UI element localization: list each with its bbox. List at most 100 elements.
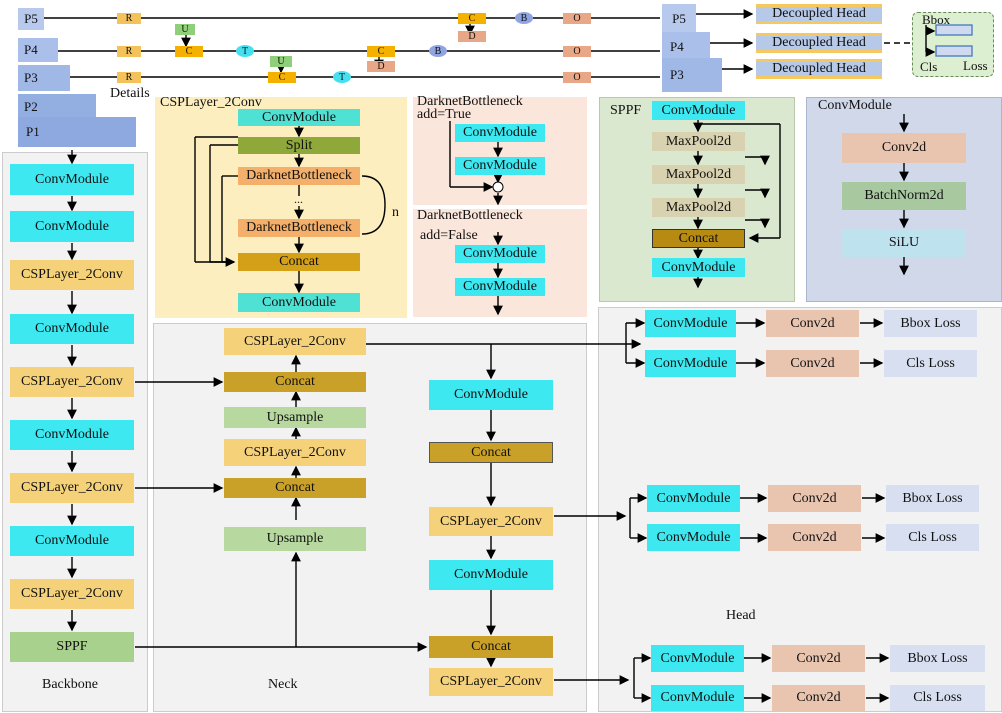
csp-split: Split xyxy=(238,137,360,154)
dbn-false-conv-2: ConvModule xyxy=(455,278,545,296)
add-node xyxy=(492,181,504,193)
backbone-label: Backbone xyxy=(42,677,98,692)
cls-label: Cls xyxy=(920,59,938,74)
decoupled-head-p5: Decoupled Head xyxy=(756,4,882,24)
backbone-csplayer-1: CSPLayer_2Conv xyxy=(10,260,134,290)
head-1-conv2d-bbox: Conv2d xyxy=(766,310,859,337)
head-3-bbox-loss: Bbox Loss xyxy=(890,645,985,672)
level-p2: P2 xyxy=(18,94,96,120)
backbone-convmodule-4: ConvModule xyxy=(10,420,134,450)
csp-bottleneck-1: DarknetBottleneck xyxy=(238,167,360,185)
sppf-conv-bottom: ConvModule xyxy=(652,258,745,277)
marker-r-p4: R xyxy=(117,46,141,57)
sppf-maxpool-1: MaxPool2d xyxy=(652,132,745,151)
head-2-conv-bbox: ConvModule xyxy=(647,485,740,512)
loss-label: Loss xyxy=(963,58,988,73)
neck-convmodule-2: ConvModule xyxy=(429,560,553,590)
out-level-p5: P5 xyxy=(662,4,696,34)
marker-o-p4: O xyxy=(563,46,591,57)
convmodule-detail-title: ConvModule xyxy=(818,98,892,113)
level-p1: P1 xyxy=(18,117,136,147)
csp-n-label: n xyxy=(392,205,399,220)
marker-b-p5: B xyxy=(515,12,533,24)
neck-upsample-1: Upsample xyxy=(224,407,366,428)
neck-csplayer-mid: CSPLayer_2Conv xyxy=(224,439,366,466)
level-p4: P4 xyxy=(18,38,58,62)
dbn-false-panel xyxy=(413,209,587,317)
neck-concat-4: Concat xyxy=(429,636,553,658)
out-level-p4: P4 xyxy=(662,32,710,62)
convmodule-silu: SiLU xyxy=(842,229,966,257)
marker-c-p3: C xyxy=(268,72,296,83)
marker-u-p3: U xyxy=(270,56,292,67)
sppf-detail-title: SPPF xyxy=(610,103,642,118)
marker-t-p4: T xyxy=(236,45,254,57)
head-2-conv2d-cls: Conv2d xyxy=(768,524,861,551)
csp-convmodule-bottom: ConvModule xyxy=(238,293,360,312)
backbone-csplayer-2: CSPLayer_2Conv xyxy=(10,367,134,397)
marker-c-neck-p4: C xyxy=(367,46,395,57)
neck-csplayer-right-2: CSPLayer_2Conv xyxy=(429,668,553,696)
csp-bottleneck-n: DarknetBottleneck xyxy=(238,219,360,237)
dbn-false-title: DarknetBottleneck xyxy=(417,208,523,223)
dbn-true-sub: add=True xyxy=(417,107,472,122)
head-1-conv-cls: ConvModule xyxy=(645,350,736,377)
neck-label: Neck xyxy=(268,677,298,692)
head-2-cls-loss: Cls Loss xyxy=(886,524,979,551)
head-1-cls-loss: Cls Loss xyxy=(884,350,977,377)
head-label: Head xyxy=(726,608,756,623)
backbone-convmodule-1: ConvModule xyxy=(10,164,134,195)
dbn-false-conv-1: ConvModule xyxy=(455,245,545,263)
neck-concat-1: Concat xyxy=(224,372,366,392)
marker-t-p3: T xyxy=(333,71,351,83)
backbone-convmodule-5: ConvModule xyxy=(10,526,134,556)
neck-csplayer-right-1: CSPLayer_2Conv xyxy=(429,507,553,536)
csp-concat: Concat xyxy=(238,253,360,271)
head-3-conv-cls: ConvModule xyxy=(651,685,744,711)
head-1-bbox-loss: Bbox Loss xyxy=(884,310,977,337)
level-p3: P3 xyxy=(18,65,70,91)
sppf-maxpool-3: MaxPool2d xyxy=(652,198,745,217)
sppf-concat: Concat xyxy=(652,229,745,248)
dbn-true-conv-1: ConvModule xyxy=(455,124,545,142)
head-3-cls-loss: Cls Loss xyxy=(890,685,985,711)
csp-dots: ... xyxy=(294,192,303,206)
marker-c-neck-p5: C xyxy=(458,13,486,24)
convmodule-conv2d: Conv2d xyxy=(842,133,966,163)
marker-u-p4: U xyxy=(175,24,195,35)
decoupled-head-p3: Decoupled Head xyxy=(756,59,882,79)
head-3-conv-bbox: ConvModule xyxy=(651,645,744,672)
head-2-conv2d-bbox: Conv2d xyxy=(768,485,861,512)
marker-d-neck-p4: D xyxy=(458,31,486,42)
marker-r-p5: R xyxy=(117,13,141,24)
marker-o-p5: O xyxy=(563,13,591,24)
sppf-conv-top: ConvModule xyxy=(652,101,745,120)
sppf-maxpool-2: MaxPool2d xyxy=(652,165,745,184)
backbone-csplayer-3: CSPLayer_2Conv xyxy=(10,473,134,503)
neck-upsample-2: Upsample xyxy=(224,527,366,551)
neck-convmodule-1: ConvModule xyxy=(429,380,553,410)
backbone-convmodule-3: ConvModule xyxy=(10,314,134,344)
head-2-bbox-loss: Bbox Loss xyxy=(886,485,979,512)
dbn-true-title: DarknetBottleneck xyxy=(417,94,523,109)
head-1-conv-bbox: ConvModule xyxy=(645,310,736,337)
csplayer-detail-panel xyxy=(155,97,407,318)
csp-convmodule-top: ConvModule xyxy=(238,109,360,126)
backbone-sppf: SPPF xyxy=(10,632,134,662)
csp-detail-title: CSPLayer_2Conv xyxy=(160,95,262,110)
head-3-conv2d-cls: Conv2d xyxy=(772,685,865,711)
marker-o-p3: O xyxy=(563,72,591,83)
marker-b-p4: B xyxy=(429,45,447,57)
out-level-p3: P3 xyxy=(662,58,722,92)
bbox-label: Bbox xyxy=(922,12,951,27)
dbn-false-sub: add=False xyxy=(420,228,478,243)
dbn-true-conv-2: ConvModule xyxy=(455,157,545,175)
head-1-conv2d-cls: Conv2d xyxy=(766,350,859,377)
level-p5: P5 xyxy=(18,8,44,30)
backbone-csplayer-4: CSPLayer_2Conv xyxy=(10,579,134,609)
marker-c-p4: C xyxy=(175,46,203,57)
marker-d-neck-p3: D xyxy=(367,61,395,72)
details-label: Details xyxy=(110,86,150,101)
